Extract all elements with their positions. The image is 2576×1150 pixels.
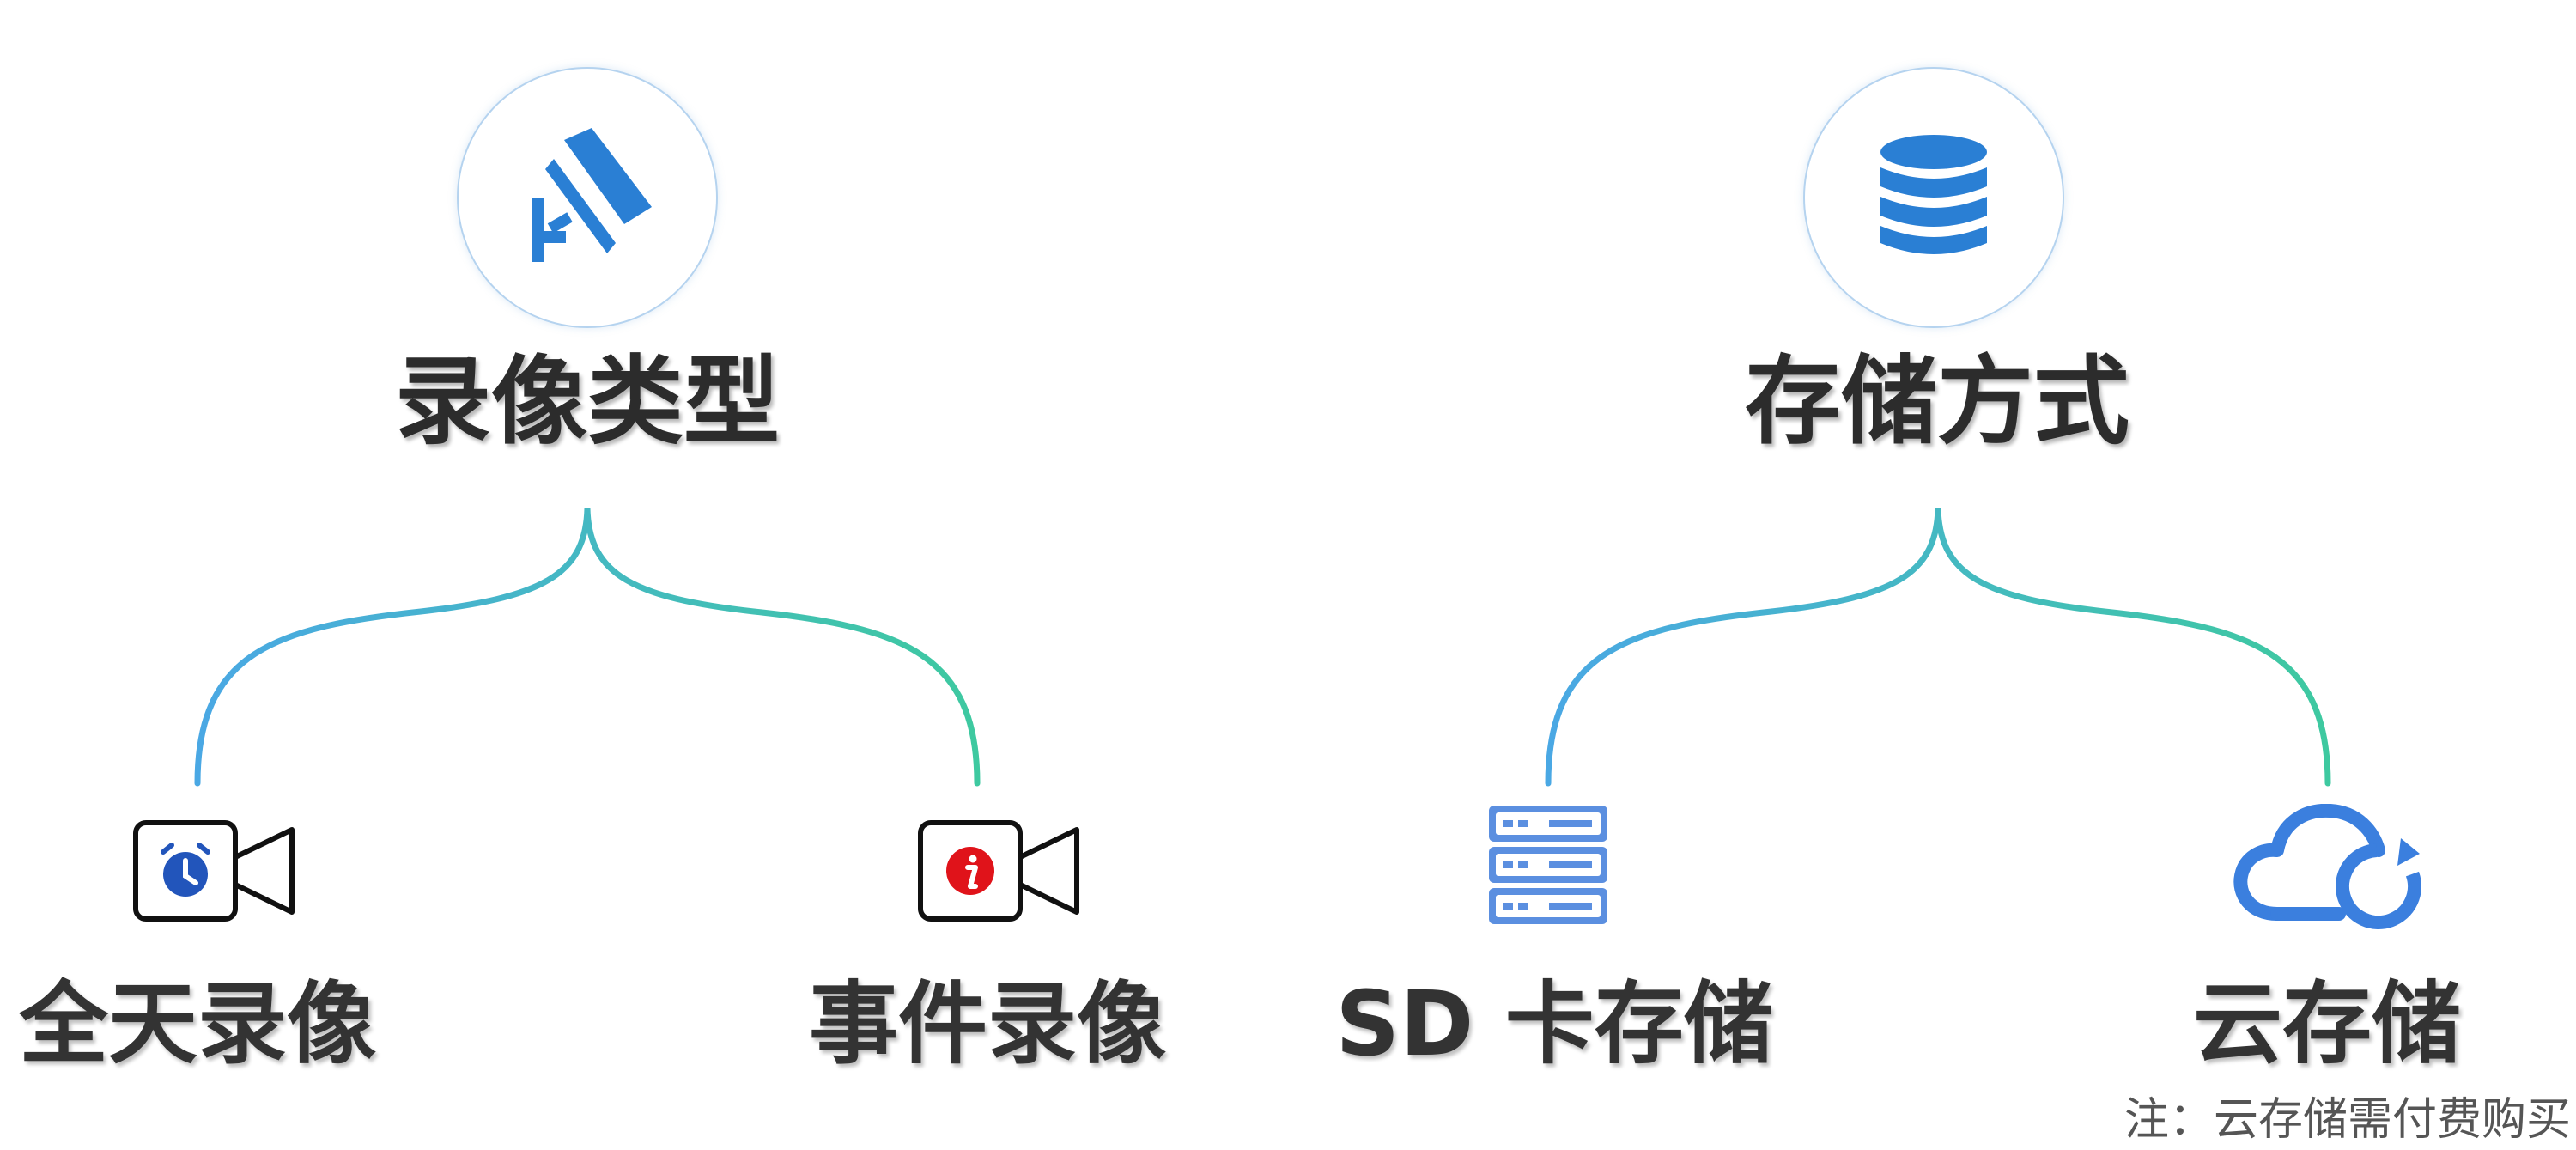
brace-record-type (194, 508, 981, 787)
video-camera-clock-icon (133, 820, 295, 922)
payment-note: 注：云存储需付费购买 (2123, 1094, 2571, 1146)
event-recording-label: 事件录像 (808, 971, 1166, 1076)
server-rack-icon (1489, 806, 1607, 924)
all-day-recording-label: 全天录像 (18, 971, 376, 1076)
cloud-storage-label: 云存储 (2192, 971, 2461, 1076)
cloud-sync-icon (2233, 804, 2421, 929)
surveillance-camera-icon (532, 128, 652, 262)
storage-type-icon-circle (1803, 67, 2064, 328)
record-type-title: 录像类型 (395, 346, 780, 458)
storage-type-title: 存储方式 (1745, 346, 2129, 458)
brace-storage-type (1545, 508, 2331, 787)
database-icon (1880, 135, 1987, 254)
video-camera-info-icon (918, 820, 1079, 922)
sd-card-storage-label: SD 卡存储 (1335, 971, 1773, 1076)
record-type-icon-circle (457, 67, 718, 328)
